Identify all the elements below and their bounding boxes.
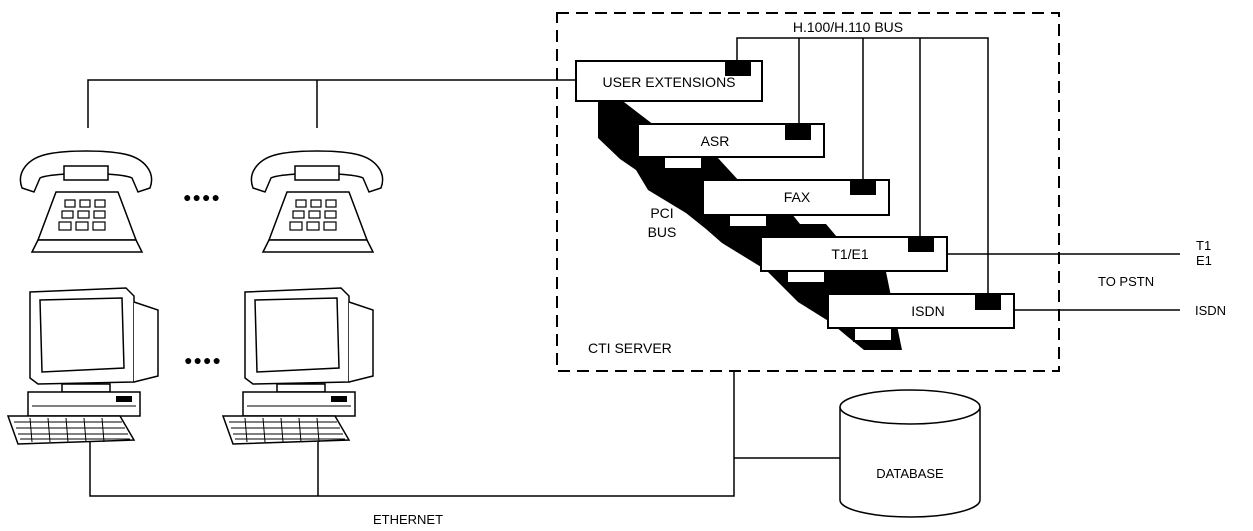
connector-icon — [785, 125, 811, 140]
cti-server-boundary — [556, 12, 1060, 372]
computer-workstation-icon — [7, 287, 159, 445]
database-cylinder-icon — [839, 389, 981, 518]
h100-bus — [736, 37, 989, 295]
card-t1e1: T1/E1 — [760, 236, 948, 284]
cti-server-label: CTI SERVER — [588, 340, 672, 356]
card-isdn: ISDN — [827, 293, 1015, 342]
card-label: ISDN — [911, 303, 944, 319]
pci-bus-label: PCI — [650, 205, 673, 221]
ethernet-cable — [89, 371, 840, 497]
connector-icon — [850, 181, 876, 195]
card-label: FAX — [784, 189, 811, 205]
ellipsis-computers: ●●●● — [184, 352, 222, 368]
ethernet-label: ETHERNET — [373, 512, 443, 527]
card-asr: ASR — [637, 123, 825, 170]
h100-bus-label: H.100/H.110 BUS — [793, 19, 903, 35]
isdn-line-label: ISDN — [1195, 303, 1226, 318]
e1-label: E1 — [1196, 253, 1212, 268]
card-label: ASR — [701, 133, 730, 149]
telephone-icon — [19, 150, 153, 253]
card-fax: FAX — [702, 179, 890, 228]
connector-icon — [975, 295, 1001, 310]
t1-label: T1 — [1196, 238, 1211, 253]
telephone-icon — [250, 150, 384, 253]
pci-bus-label: BUS — [648, 224, 677, 240]
card-label: T1/E1 — [831, 246, 869, 262]
to-pstn-label: TO PSTN — [1098, 274, 1154, 289]
connector-icon — [908, 238, 934, 252]
phone-wiring — [87, 79, 576, 128]
pstn-lines — [947, 253, 1180, 311]
card-user-extensions: USER EXTENSIONS — [575, 60, 763, 102]
ellipsis-phones: ●●●● — [183, 189, 221, 205]
connector-icon — [725, 62, 751, 76]
card-label: USER EXTENSIONS — [602, 74, 735, 90]
computer-workstation-icon — [222, 287, 374, 445]
database-label: DATABASE — [876, 466, 944, 481]
